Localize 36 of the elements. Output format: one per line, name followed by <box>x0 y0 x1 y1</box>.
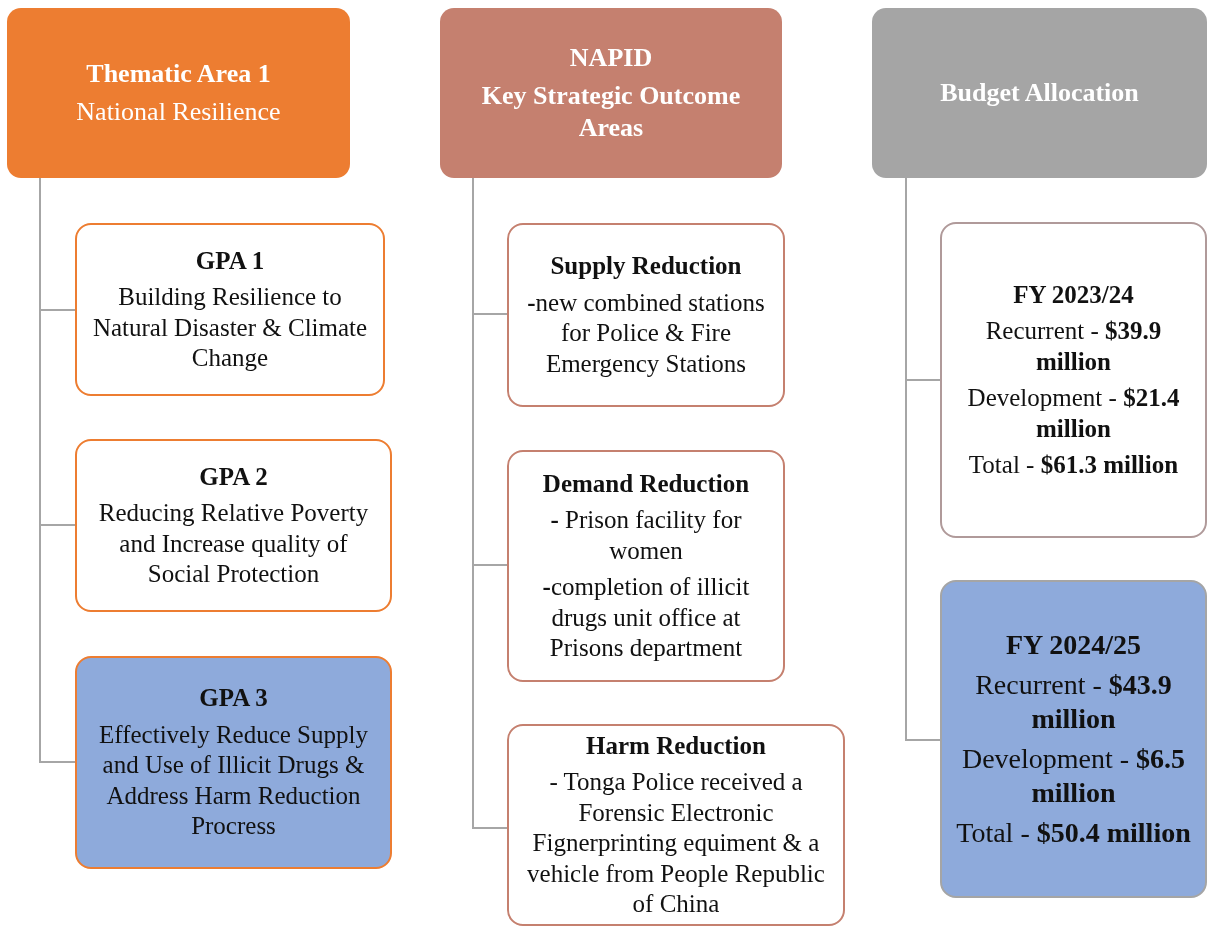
box-text: -new combined stations for Police & Fire Emergency Stations <box>526 287 766 379</box>
header-subtitle: National Resilience <box>76 96 281 128</box>
box-text: Development - $21.4 million <box>966 383 1181 444</box>
content-box <box>507 223 785 407</box>
header-box <box>872 8 1207 178</box>
box-text: - Tonga Police received a Forensic Electronic Fignerprinting equiment & a vehicle from People Republic of China <box>526 767 826 919</box>
content-box <box>75 223 385 396</box>
content-box <box>507 450 785 682</box>
box-heading: FY 2023/24 <box>1013 279 1134 310</box>
box-heading: Demand Reduction <box>542 468 750 499</box>
box-text: Effectively Reduce Supply and Use of Illicit Drugs & Address Harm Reduction Procress <box>98 719 369 842</box>
box-text: Reducing Relative Poverty and Increase quality of Social Protection <box>97 498 370 589</box>
box-heading: Harm Reduction <box>586 730 766 761</box>
header-title: Thematic Area 1 <box>86 58 271 90</box>
box-text: Total - $50.4 million <box>956 816 1191 851</box>
content-box <box>507 724 845 926</box>
box-heading: Supply Reduction <box>550 251 742 281</box>
box-text: Total - $61.3 million <box>968 450 1179 480</box>
header-title: Budget Allocation <box>940 77 1139 109</box>
box-text: Development - $6.5 million <box>960 742 1187 811</box>
content-box <box>940 580 1207 898</box>
header-title: NAPID <box>569 42 653 75</box>
box-text: Building Resilience to Natural Disaster & Climate Change <box>91 282 369 373</box>
header-box <box>440 8 782 178</box>
box-heading: GPA 3 <box>199 683 268 714</box>
box-heading: GPA 2 <box>199 461 268 492</box>
content-box <box>75 656 392 869</box>
content-box <box>940 222 1207 538</box>
box-heading: GPA 1 <box>195 245 265 276</box>
box-text: -completion of illicit drugs unit office at Prisons department <box>541 572 751 663</box>
box-heading: FY 2024/25 <box>1005 627 1142 662</box>
header-subtitle: Key Strategic Outcome Areas <box>480 80 742 144</box>
box-text: Recurrent - $39.9 million <box>984 316 1163 377</box>
box-text: Recurrent - $43.9 million <box>974 667 1173 736</box>
header-box <box>7 8 350 178</box>
content-box <box>75 439 392 612</box>
